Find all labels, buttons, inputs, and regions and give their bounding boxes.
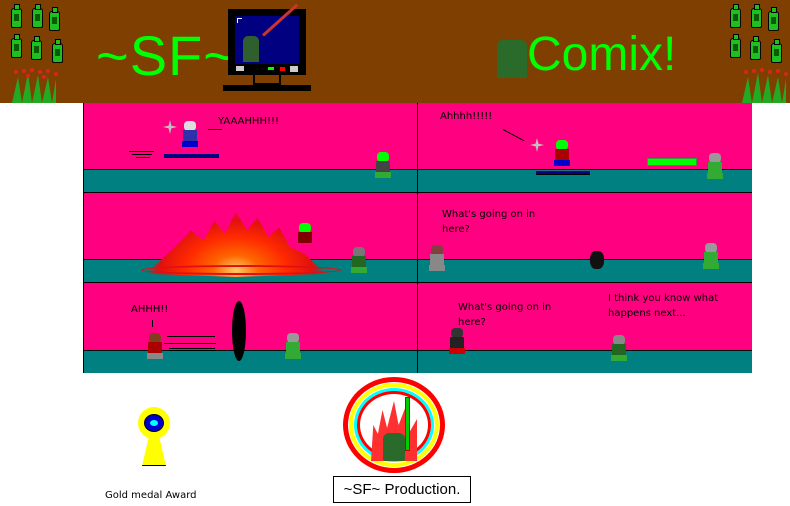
character-sprite: [610, 335, 628, 361]
floor: [418, 169, 752, 192]
saber-icon: [405, 397, 410, 451]
speech-text: AHHH!!: [131, 304, 169, 315]
production-label: ~SF~ Production.: [333, 476, 471, 503]
speech-text: Ahhhh!!!!!: [440, 111, 493, 122]
warrior-sprite-icon: [243, 36, 259, 62]
soda-bottle-icon: [730, 4, 741, 28]
soda-bottle-icon: [32, 4, 43, 28]
award-label: Gold medal Award: [105, 490, 197, 501]
soda-bottle-icon: [49, 7, 60, 31]
warrior-sprite-icon: [383, 433, 405, 461]
character-sprite: [448, 328, 466, 354]
character-sprite: [374, 152, 392, 178]
gold-medal-icon: [138, 407, 172, 467]
speech-text-2: I think you know what happens next...: [608, 293, 719, 319]
character-sprite: [428, 245, 446, 271]
sword-icon: [261, 3, 299, 37]
character-sprite: [553, 140, 571, 166]
warrior-sprite-icon: [497, 40, 527, 78]
production-logo: [343, 377, 445, 473]
debris-sprite: [590, 251, 604, 269]
soda-bottle-icon: [771, 39, 782, 63]
floor: [418, 259, 752, 282]
header-banner: ~SF~ Comix!: [0, 0, 790, 103]
title-comix: Comix!: [527, 28, 677, 81]
soda-bottle-icon: [31, 36, 42, 60]
character-sprite: [350, 247, 368, 273]
comic-panel-6: What's going on in here? I think you kno…: [418, 283, 752, 373]
speech-text: What's going on in here?: [442, 209, 536, 235]
character-sprite: [146, 333, 164, 359]
speech-text: YAAAHHH!!!: [218, 116, 279, 127]
hoverboard-icon: [164, 154, 219, 158]
soda-bottle-icon: [11, 4, 22, 28]
comic-strip: YAAAHHH!!! Ahhhh!!!!!: [83, 103, 752, 373]
comic-panel-3: [84, 193, 417, 282]
soda-bottle-icon: [11, 34, 22, 58]
character-sprite: [706, 153, 724, 179]
speech-text: What's going on in here?: [458, 302, 552, 328]
floor: [418, 350, 752, 373]
character-sprite: [702, 243, 720, 269]
soda-bottle-icon: [52, 39, 63, 63]
shuriken-icon: [163, 120, 177, 134]
monitor-screen: [235, 3, 299, 64]
floor: [84, 350, 417, 373]
hoverboard-icon: [536, 171, 590, 175]
flowers-icon: [742, 68, 788, 103]
flowers-icon: [12, 68, 58, 103]
floor: [84, 169, 417, 192]
comic-panel-4: What's going on in here?: [418, 193, 752, 282]
comic-panel-2: Ahhhh!!!!!: [418, 103, 752, 192]
soda-bottle-icon: [750, 36, 761, 60]
comic-panel-1: YAAAHHH!!!: [84, 103, 417, 192]
soda-bottle-icon: [751, 4, 762, 28]
laser-beam: [647, 158, 697, 166]
character-sprite: [284, 333, 302, 359]
shuriken-icon: [530, 138, 544, 152]
black-portal: [232, 301, 246, 361]
soda-bottle-icon: [768, 7, 779, 31]
character-sprite: [181, 121, 199, 147]
character-sprite: [296, 223, 314, 249]
monitor-icon: [223, 3, 311, 91]
shockwave-ring: [141, 265, 341, 275]
comic-panel-5: AHHH!!: [84, 283, 417, 373]
soda-bottle-icon: [730, 34, 741, 58]
title-sf: ~SF~: [96, 24, 237, 87]
